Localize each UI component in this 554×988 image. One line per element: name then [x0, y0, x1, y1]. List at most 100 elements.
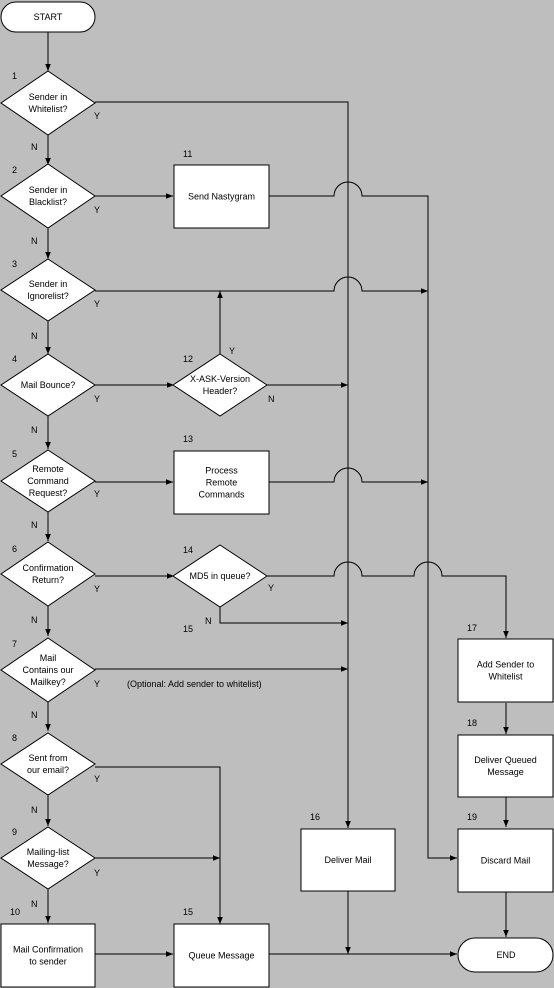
process-11: Send Nastygram 11 [173, 149, 270, 229]
node-text-line: Sender in [29, 92, 68, 102]
node-text-line: Whitelist [488, 672, 523, 682]
process-17: Add Sender to Whitelist 17 [457, 623, 554, 703]
process-shape [457, 638, 554, 703]
node-text-line: Remote [32, 464, 64, 474]
node-number: 17 [467, 623, 477, 633]
yes-label-1: Y [94, 111, 100, 121]
node-number: 1 [12, 71, 17, 81]
decision-shape [0, 353, 96, 417]
decision-shape [0, 541, 96, 607]
decision-1: Sender in Whitelist? 1 [0, 70, 96, 136]
node-text-line: Confirmation [22, 563, 73, 573]
yes-label-5: Y [94, 489, 100, 499]
no-label-12: N [268, 394, 275, 404]
decision-shape [172, 544, 268, 608]
process-shape [173, 164, 270, 229]
node-number: 15 [183, 907, 193, 917]
end-label: END [496, 950, 516, 960]
node-number: 19 [467, 812, 477, 822]
yes-label-14: Y [268, 583, 274, 593]
decision-14: MD5 in queue?14 [172, 544, 268, 608]
decision-3: Sender in Ignorelist? 3 [0, 258, 96, 322]
process-16: Deliver Mail 16 [300, 812, 396, 892]
no-label-14: N [205, 616, 212, 626]
process-shape [457, 828, 554, 893]
node-text-line: Mailing-list [27, 847, 70, 857]
no-label-1: N [31, 142, 38, 152]
decision-shape [0, 70, 96, 136]
node-text-line: Ignorelist? [27, 291, 69, 301]
edge-labels: Y N Y N Y N Y N Y N Y N Y N Y N 15 Y (Op… [31, 111, 275, 909]
no-label-6: N [31, 615, 38, 625]
node-text-line: X-ASK-Version [190, 374, 250, 384]
node-number: 9 [12, 827, 17, 837]
no-label-8: N [31, 805, 38, 815]
no-label-2: N [31, 236, 38, 246]
process-shape [173, 923, 270, 988]
node-number: 4 [12, 354, 17, 364]
process-shape [457, 734, 554, 798]
node-text-line: Command [27, 476, 69, 486]
node-text-line: Send Nastygram [188, 192, 255, 202]
decision-shape [0, 732, 96, 796]
node-number: 10 [10, 907, 20, 917]
node-text-line: Commands [198, 490, 245, 500]
node-number: 16 [310, 812, 320, 822]
no-label-9: N [31, 899, 38, 909]
node-number: 3 [12, 259, 17, 269]
no-label-7: N [31, 710, 38, 720]
decision-shape [0, 163, 96, 229]
yes-label-12: Y [229, 346, 235, 356]
node-number: 11 [183, 149, 192, 159]
node-text-line: Deliver Mail [324, 855, 371, 865]
node-text-line: Mail Bounce? [21, 380, 76, 390]
yes-label-3: Y [94, 299, 100, 309]
node-number: 14 [183, 545, 193, 555]
node-text-line: Request? [29, 488, 68, 498]
process-shape [173, 450, 270, 515]
yes-label-7: Y [94, 679, 100, 689]
node-number: 12 [183, 354, 193, 364]
no-label-5: N [31, 520, 38, 530]
decision-shape [0, 258, 96, 322]
node-text-line: to sender [29, 957, 67, 967]
decision-shape [172, 353, 268, 417]
decision-shape [0, 826, 96, 890]
node-number: 18 [467, 718, 477, 728]
node-text-line: Return? [32, 575, 64, 585]
yes-label-2: Y [94, 205, 100, 215]
process-19: Discard Mail 19 [457, 812, 554, 893]
yes-label-6: Y [94, 584, 100, 594]
node-text-line: Remote [206, 478, 238, 488]
node-text-line: Message [487, 767, 524, 777]
optional-whitelist-note: (Optional: Add sender to whitelist) [127, 679, 262, 689]
node-text-line: Mail Confirmation [13, 945, 83, 955]
node-text-line: Sender in [29, 185, 68, 195]
node-text-line: Discard Mail [481, 856, 531, 866]
decision-shape [0, 449, 96, 513]
node-text-line: Sent from [28, 753, 67, 763]
decision-shape [0, 637, 96, 703]
node-number: 2 [12, 165, 17, 175]
node-number: 13 [183, 434, 193, 444]
node-text-line: Whitelist? [28, 104, 67, 114]
node-text-line: Add Sender to [477, 660, 535, 670]
process-10: Mail Confirmation to sender 10 [0, 907, 96, 988]
node-text-line: Sender in [29, 279, 68, 289]
flow-connectors [45, 32, 509, 957]
start-label: START [34, 12, 63, 22]
node-text-line: Mail [40, 653, 57, 663]
node-number: 5 [12, 449, 17, 459]
